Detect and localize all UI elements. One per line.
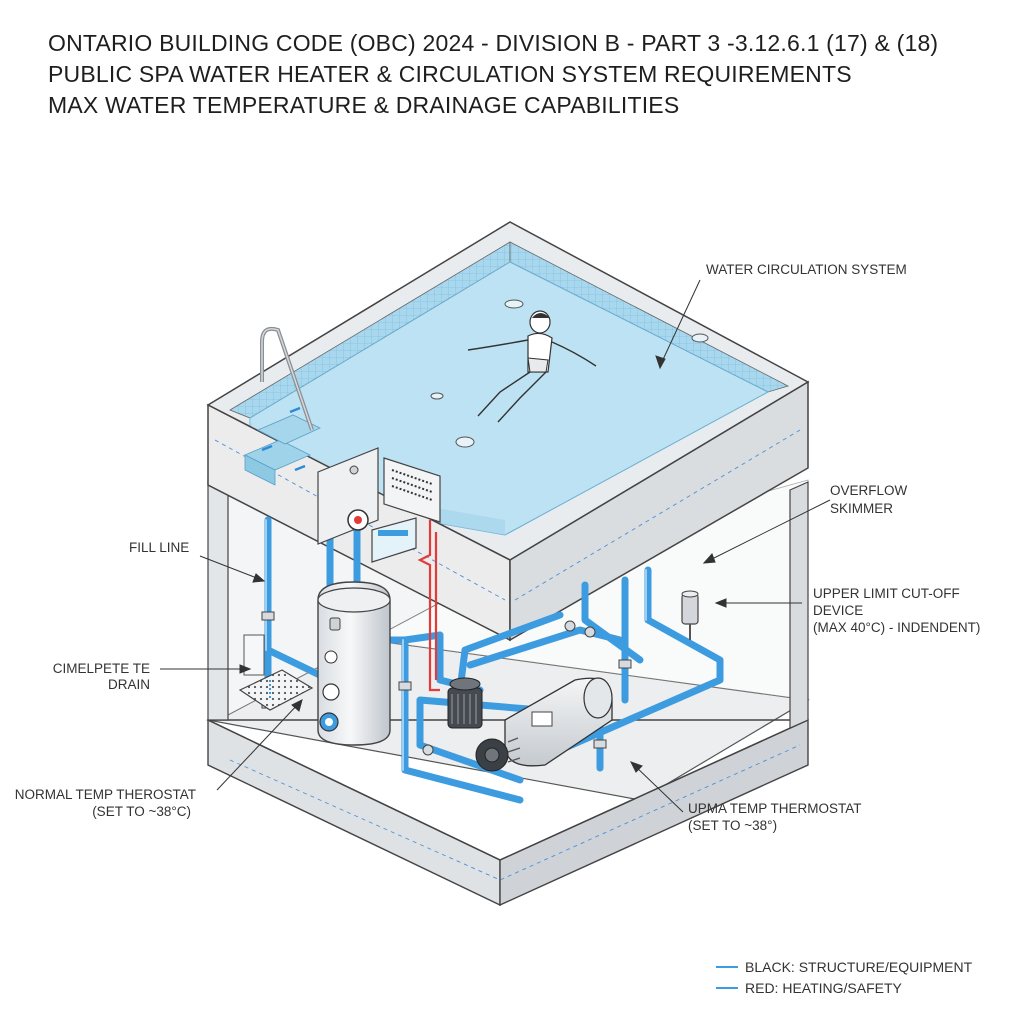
bather-figure (467, 310, 597, 423)
leader-lines (160, 279, 831, 813)
control-panel (317, 447, 441, 563)
label-overflow: OVERFLOW (830, 483, 908, 498)
title-block: ONTARIO BUILDING CODE (OBC) 2024 - DIVIS… (48, 28, 938, 121)
label-fill-line: FILL LINE (129, 540, 190, 555)
water-heater-tank (317, 581, 391, 746)
legend-label-structure: BLACK: STRUCTURE/EQUIPMENT (745, 958, 973, 975)
label-upma-thermostat-line-1: UPMA TEMP THERMOSTAT (688, 801, 862, 816)
label-upper-limit-line-2: DEVICE (813, 603, 864, 618)
label-normal-thermostat-line-1: NORMAL TEMP THEROSTAT (14, 787, 196, 802)
circulation-pump (447, 677, 483, 729)
legend-item-heating: RED: HEATING/SAFETY (716, 977, 972, 998)
pipe-highlights (265, 519, 647, 771)
drain-grate (238, 634, 314, 711)
piping-blue (264, 516, 724, 804)
title-line-3: MAX WATER TEMPERATURE & DRAINAGE CAPABIL… (48, 92, 680, 118)
legend: BLACK: STRUCTURE/EQUIPMENT RED: HEATING/… (716, 956, 972, 998)
title-line-2: PUBLIC SPA WATER HEATER & CIRCULATION SY… (48, 61, 852, 87)
label-drain-line-2: DRAIN (107, 677, 150, 692)
label-normal-thermostat-line-2: (SET TO ~38°C) (92, 804, 191, 819)
heating-line-red (417, 520, 440, 692)
label-upma-thermostat-line-2: (SET TO ~38°) (688, 818, 778, 833)
legend-label-heating: RED: HEATING/SAFETY (745, 979, 902, 996)
legend-swatch-structure (716, 965, 738, 968)
legend-item-structure: BLACK: STRUCTURE/EQUIPMENT (716, 956, 972, 977)
label-upper-limit-line-1: UPPER LIMIT CUT-OFF (813, 586, 960, 601)
label-water-circulation-system: WATER CIRCULATION SYSTEM (706, 262, 907, 277)
label-skimmer: SKIMMER (830, 501, 894, 516)
label-upper-limit-line-3: (MAX 40°C) - INDENDENT) (813, 620, 981, 635)
filter-motor (475, 677, 613, 772)
title-line-1: ONTARIO BUILDING CODE (OBC) 2024 - DIVIS… (48, 30, 939, 56)
legend-swatch-heating (716, 986, 738, 989)
label-drain-line-1: CIMELPETE TE (52, 661, 150, 676)
upper-limit-device (681, 590, 699, 640)
